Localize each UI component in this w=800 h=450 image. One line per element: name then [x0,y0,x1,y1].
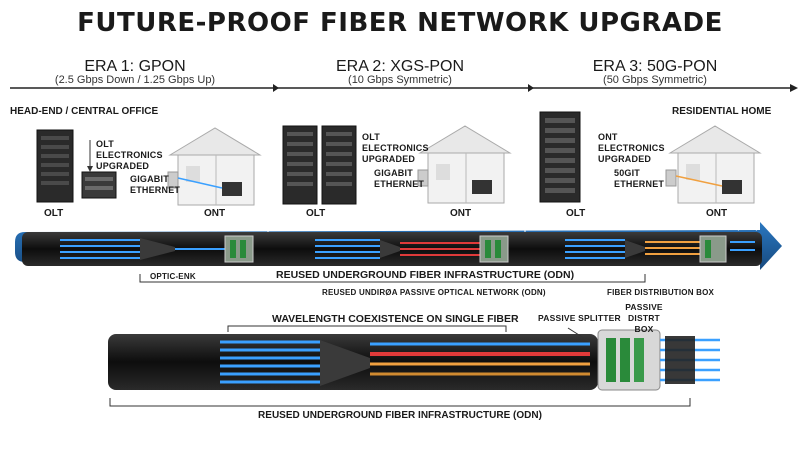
reused-sub-label: REUSED UNDIRØA PASSIVE OPTICAL NETWORK (… [322,288,546,297]
era1-ont-label: ONT [204,208,226,219]
era2-title: ERA 2: XGS-PON [335,58,465,75]
fibers-era1 [60,235,254,263]
residential-label: RESIDENTIAL HOME [672,106,772,117]
bottom-fibers [220,340,590,386]
era1-olt-label: OLT [44,208,64,219]
band-label-era2: UNCHANGED PASSIVE OPTICAL NETWORK (ODN) [320,222,503,231]
optic-label: OPTIC-ENK [150,272,196,281]
era2-olt-label: OLT [306,208,326,219]
headend-label: HEAD-END / CENTRAL OFFICE [10,106,159,117]
era2-speed: (10 Gbps Symmetric) [348,74,452,86]
era1-speed: (2.5 Gbps Down / 1.25 Gbps Up) [54,74,216,86]
house-era3 [665,125,762,204]
band-label-era1: UNCHANGED PASSIVE OPTICAL NETWORK (ODN) [70,222,253,231]
band-label-era3: UNCHANGED PASSIVE OPTICAL NETWORK (ODN) [576,222,759,231]
era2-olt-upgrade-label: OLT ELECTRONICS UPGRADED [362,132,429,164]
house-era2 [417,125,512,204]
page-title: FUTURE-PROOF FIBER NETWORK UPGRADE [77,8,723,38]
bottom-infra-label: REUSED UNDERGROUND FIBER INFRASTRUCTURE … [258,410,542,421]
fibers-era2 [315,235,509,263]
house-era1 [167,127,262,206]
fibers-era3 [565,235,755,263]
era3-olt-upgrade-label: ONT ELECTRONICS UPGRADED [598,132,665,164]
era3-olt-label: OLT [566,208,586,219]
olt-rack-era1 [36,129,117,203]
era1-olt-upgrade-label: OLT ELECTRONICS UPGRADED [96,139,163,171]
distribution-box [597,329,720,391]
era2-ont-label: ONT [450,208,472,219]
era1-title: ERA 1: GPON [84,58,186,75]
olt-rack-era2 [282,125,357,205]
wavelength-label: WAVELENGTH COEXISTENCE ON SINGLE FIBER [272,313,519,325]
era1-ethernet-label: GIGABIT ETHERNET [130,174,181,195]
era3-speed: (50 Gbps Symmetric) [603,74,707,86]
era3-ont-label: ONT [706,208,728,219]
splitter-label: PASSIVE SPLITTER [538,313,621,323]
olt-rack-era3 [539,111,581,203]
reused-infra-label: REUSED UNDERGROUND FIBER INFRASTRUCTURE … [276,269,575,281]
distr-box-label: PASSIVE DISTRT BOX [625,302,663,334]
fiber-box-label: FIBER DISTRIBUTION BOX [607,288,715,297]
era3-ethernet-label: 50GIT ETHERNET [614,168,665,189]
era2-ethernet-label: GIGABIT ETHERNET [374,168,425,189]
era3-title: ERA 3: 50G-PON [592,58,718,75]
